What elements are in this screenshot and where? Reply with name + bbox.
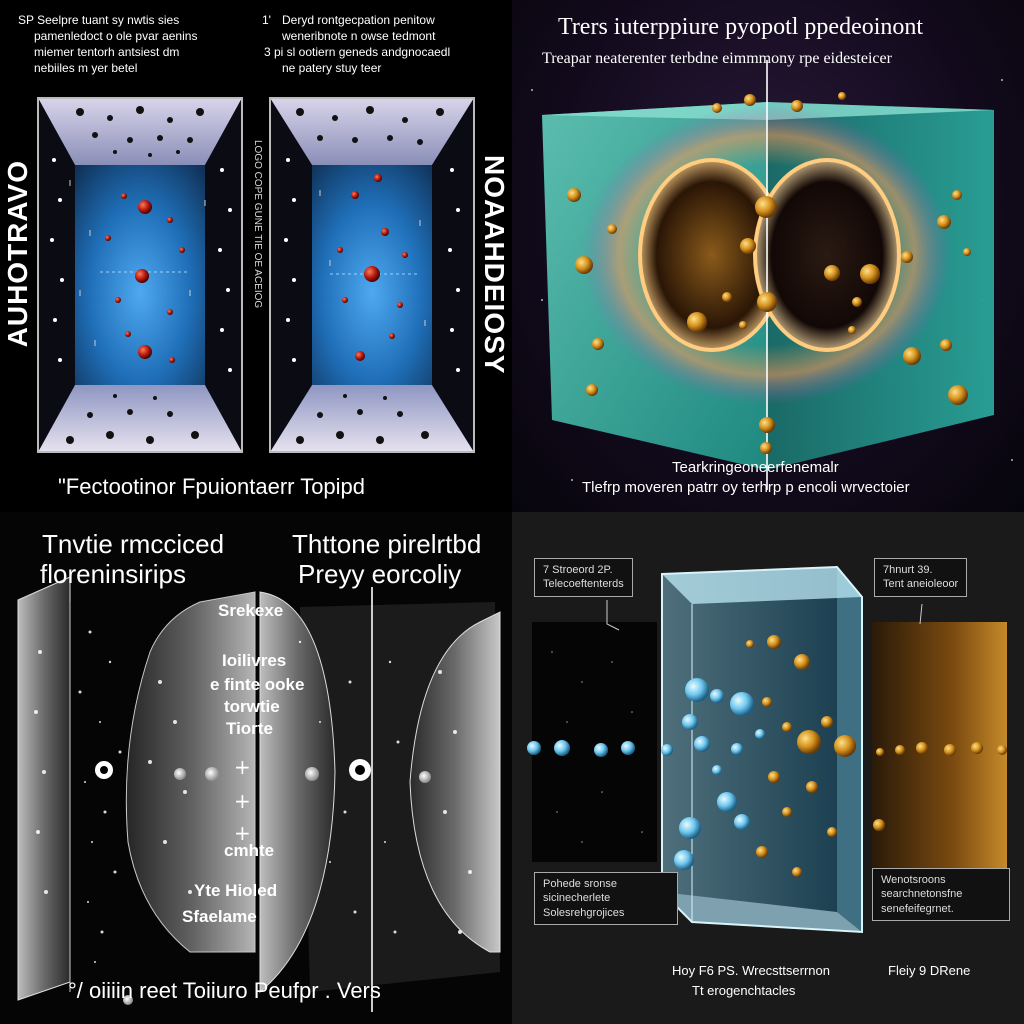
side-label-right: NOAAHDEIOSY	[479, 155, 510, 375]
annotation-bottom-left-line-2: sicinecherlete	[543, 892, 611, 905]
panel-top-right-title: Trers iuterppiure pyopotl ppedeoinont	[558, 14, 924, 40]
middle-label-3: e finte ooke	[210, 675, 305, 694]
sparkle-markers: + + +	[234, 755, 251, 845]
annotation-bottom-left: Pohede sronse sicinecherlete Solesrehgro…	[534, 872, 678, 925]
middle-label-6: cmhte	[224, 841, 275, 860]
header-right-line-3: 3 pi sl ootiern geneds andgnocaedl	[264, 45, 451, 59]
panel-top-right: Trers iuterppiure pyopotl ppedeoinont Tr…	[512, 0, 1024, 512]
header-left-line-4: nebiiles m yer betel	[34, 61, 138, 75]
header-left-line-3: miemer tentorh antsiest dm	[34, 45, 180, 59]
middle-label-1: Srekexe	[218, 601, 284, 620]
annotation-bottom-left-line-1: Pohede sronse	[543, 878, 617, 890]
annotation-bottom-left-line-3: Solesrehgrojices	[543, 906, 625, 919]
dual-tank-illustration	[37, 97, 475, 453]
gold-particles-tank	[746, 635, 885, 877]
annotation-bottom-right: Wenotsroons searchnetonsfne senefeifegrn…	[872, 868, 1010, 921]
annotation-top-left: 7 Stroeord 2P. Telecoeftenterds	[534, 558, 633, 597]
ring-markers	[95, 759, 371, 781]
header-right-marker: 1'	[262, 13, 271, 27]
grayscale-slab-illustration: + + +	[17, 576, 501, 1012]
header-left-line-2: pamenledoct o ole pvar aenins	[34, 29, 198, 43]
annotation-top-right-line-2: Tent aneioleoor	[883, 578, 959, 591]
annotation-top-right: 7hnurt 39. Tent aneioleoor	[874, 558, 968, 597]
panel-top-right-subtitle: Treapar neaterenter terbdne eimmmony rpe…	[542, 50, 892, 67]
dark-speckles	[551, 651, 643, 843]
annotation-bottom-right-line-3: senefeifegrnet.	[881, 902, 954, 915]
header-right-line-4: ne patery stuy teer	[282, 61, 382, 75]
title-right-line-1: Thttone pirelrtbd	[292, 529, 482, 559]
particle-line	[527, 730, 1007, 757]
cyan-particles	[674, 678, 765, 870]
panel-bottom-right-caption-3: Fleiy 9 DRene	[888, 963, 971, 978]
annotation-bottom-right-line-2: searchnetonsfne	[881, 888, 963, 901]
title-right-line-2: Preyy eorcoliy	[298, 559, 462, 589]
header-right-line-1: Deryd rontgecpation penitow	[282, 13, 435, 27]
middle-label-4: torwtie	[224, 697, 280, 716]
annotation-bottom-right-line-1: Wenotsroons	[881, 874, 946, 886]
particle-haze	[34, 630, 472, 963]
title-left-line-1: Tnvtie rmcciced	[42, 529, 225, 559]
panel-top-left-caption: "Fectootinor Fpuiontaerr Topipd	[58, 474, 366, 499]
middle-label-7: Yte Hioled	[194, 881, 278, 900]
right-tank	[269, 97, 475, 453]
gold-particles	[567, 92, 971, 454]
middle-label-2: Ioilivres	[222, 651, 287, 670]
svg-text:+: +	[234, 821, 251, 845]
svg-text:+: +	[234, 755, 251, 779]
panel-bottom-right-caption-1: Hoy F6 PS. Wrecsttserrnon	[672, 963, 830, 978]
panel-bottom-left-caption: °/ oiiiin reet Toiiuro Peufpr . Vers	[68, 978, 381, 1003]
cyan-tank-illustration	[527, 565, 1007, 934]
bright-particles	[123, 767, 431, 1005]
header-left-line-1: SP Seelpre tuant sy nwtis sies	[18, 13, 180, 27]
center-rail-text: LOGO COPE GUNE TIE OE ACEIOG	[252, 140, 263, 309]
left-tank	[37, 97, 243, 453]
side-tick-marks	[69, 180, 426, 346]
middle-label-5: Tiorte	[226, 719, 273, 738]
panel-top-right-caption-1: Tearkringeoneerfenemalr	[672, 459, 839, 476]
annotation-top-left-line-2: Telecoeftenterds	[543, 578, 624, 591]
svg-text:+: +	[234, 789, 251, 813]
title-left-line-2: floreninsirips	[40, 559, 186, 589]
annotation-top-left-line-1: 7 Stroeord 2P.	[543, 564, 613, 576]
annotation-top-right-line-1: 7hnurt 39.	[883, 564, 933, 576]
glass-block-illustration	[531, 60, 1013, 490]
panel-top-left: SP Seelpre tuant sy nwtis sies pamenledo…	[0, 0, 512, 512]
header-right-line-2: weneribnote n owse tedmont	[282, 29, 436, 43]
panel-bottom-right-caption-2: Tt erogenchtacles	[692, 983, 796, 998]
panel-top-right-caption-2: Tlefrp moveren patrr oy terhrp p encoli …	[582, 479, 910, 496]
middle-label-8: Sfaelame	[182, 907, 257, 926]
panel-bottom-left: + + + Tnvtie rmcciced floreninsirips Tht…	[0, 512, 512, 1024]
panel-bottom-right: 7 Stroeord 2P. Telecoeftenterds 7hnurt 3…	[512, 512, 1024, 1024]
side-label-left: AUHOTRAVO	[2, 160, 33, 348]
